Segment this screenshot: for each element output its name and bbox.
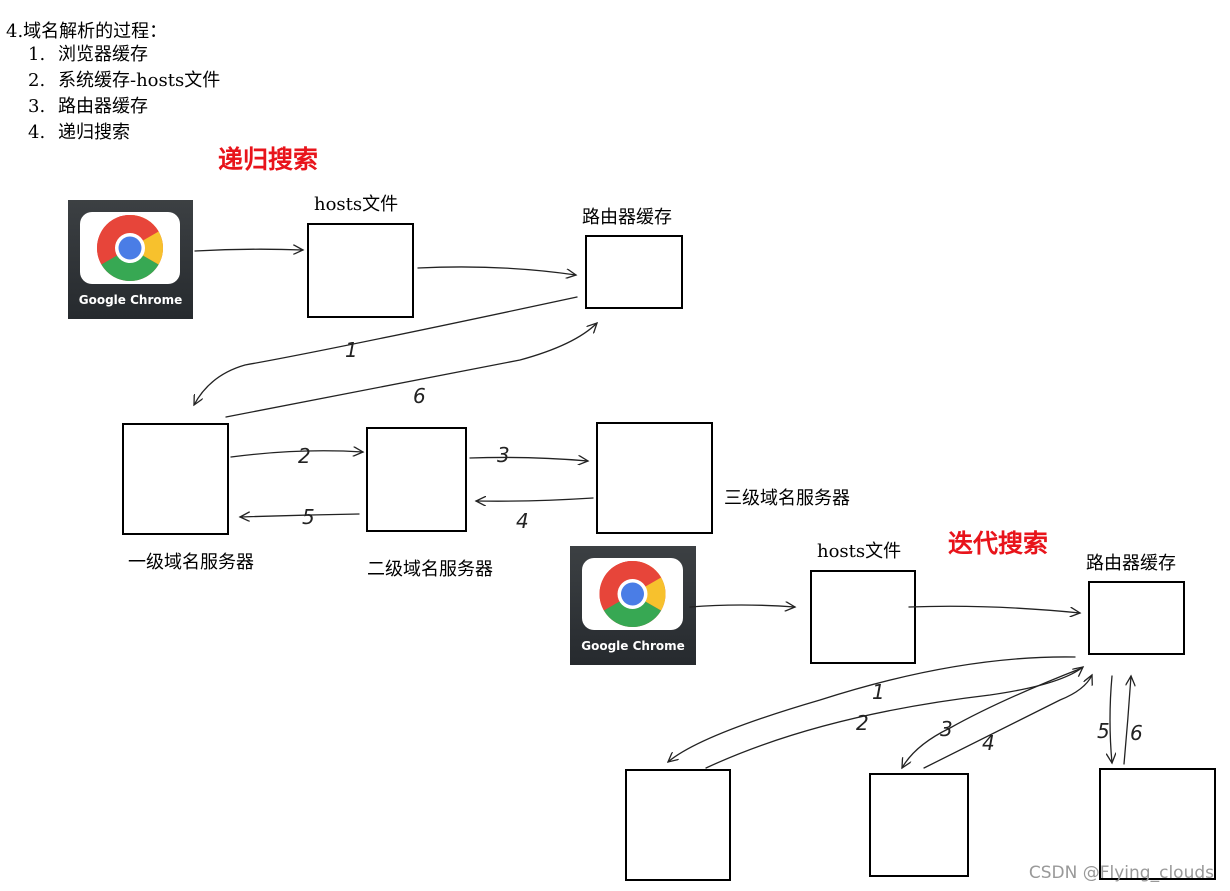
hosts-label: hosts文件 — [314, 194, 399, 215]
recursive-title: 递归搜索 — [218, 145, 319, 174]
list-item: 4.递归搜索 — [28, 122, 130, 143]
arrow-third-to-sld — [476, 498, 594, 501]
arrow-hosts-to-router — [417, 266, 576, 275]
arrow-router-to-server1 — [668, 656, 1076, 762]
router-box-2 — [1088, 581, 1185, 655]
arrow-tld-to-sld — [230, 451, 363, 458]
hosts-label-2: hosts文件 — [817, 541, 902, 562]
third-server-box — [596, 422, 713, 534]
arrow-server1-to-router — [705, 667, 1083, 769]
tld-server-box — [122, 423, 229, 535]
arrow-server3-to-router — [1123, 676, 1131, 765]
step-mark-3: 3 — [497, 443, 510, 467]
router-box — [585, 235, 683, 309]
tld-server-label: 一级域名服务器 — [128, 552, 254, 573]
chrome-caption: Google Chrome — [581, 639, 685, 653]
step-mark-3: 3 — [940, 717, 953, 741]
arrow-sld-to-tld — [240, 514, 360, 517]
hosts-box — [307, 223, 414, 318]
third-server-label: 三级域名服务器 — [724, 488, 850, 509]
server-box-1 — [625, 769, 731, 881]
chrome-caption: Google Chrome — [78, 293, 183, 307]
chrome-app-tile: Google Chrome — [68, 200, 193, 319]
step-mark-2: 2 — [298, 444, 311, 468]
server-box-3 — [1099, 768, 1216, 880]
chrome-app-tile-2: Google Chrome — [570, 546, 696, 665]
router-label-2: 路由器缓存 — [1086, 553, 1176, 574]
list-item: 1.浏览器缓存 — [28, 44, 148, 65]
router-label: 路由器缓存 — [582, 207, 672, 228]
arrow-server2-to-router — [923, 675, 1092, 769]
arrow-hosts-to-router-2 — [908, 605, 1080, 613]
server-box-2 — [869, 773, 969, 877]
arrow-chrome-to-hosts — [194, 249, 303, 251]
steps-list: 1.浏览器缓存 2.系统缓存-hosts文件 3.路由器缓存 4.递归搜索 — [28, 42, 220, 146]
step-mark-1: 1 — [872, 680, 885, 704]
step-mark-5: 5 — [1097, 719, 1110, 743]
arrow-router-to-server2 — [902, 667, 1083, 768]
list-item: 2.系统缓存-hosts文件 — [28, 70, 221, 91]
sld-server-box — [366, 427, 467, 532]
watermark: CSDN @Flying_clouds — [1028, 863, 1214, 883]
section-heading: 4.域名解析的过程： — [6, 21, 168, 42]
step-mark-1: 1 — [345, 338, 358, 362]
chrome-logo-icon — [599, 560, 666, 628]
iterative-title: 迭代搜索 — [948, 529, 1049, 558]
sld-server-label: 二级域名服务器 — [367, 559, 493, 580]
arrow-sld-to-third — [469, 457, 588, 461]
arrow-router-to-server3 — [1110, 675, 1112, 763]
step-mark-6: 6 — [413, 384, 426, 408]
step-mark-4: 4 — [516, 509, 529, 533]
arrow-tld-to-router — [225, 323, 597, 418]
list-item: 3.路由器缓存 — [28, 96, 148, 117]
step-mark-5: 5 — [302, 505, 315, 529]
step-mark-4: 4 — [982, 731, 995, 755]
hosts-box-2 — [810, 570, 916, 664]
arrow-chrome-to-hosts-2 — [689, 605, 795, 607]
step-mark-6: 6 — [1130, 721, 1143, 745]
step-mark-2: 2 — [856, 711, 869, 735]
chrome-logo-icon — [96, 214, 164, 282]
